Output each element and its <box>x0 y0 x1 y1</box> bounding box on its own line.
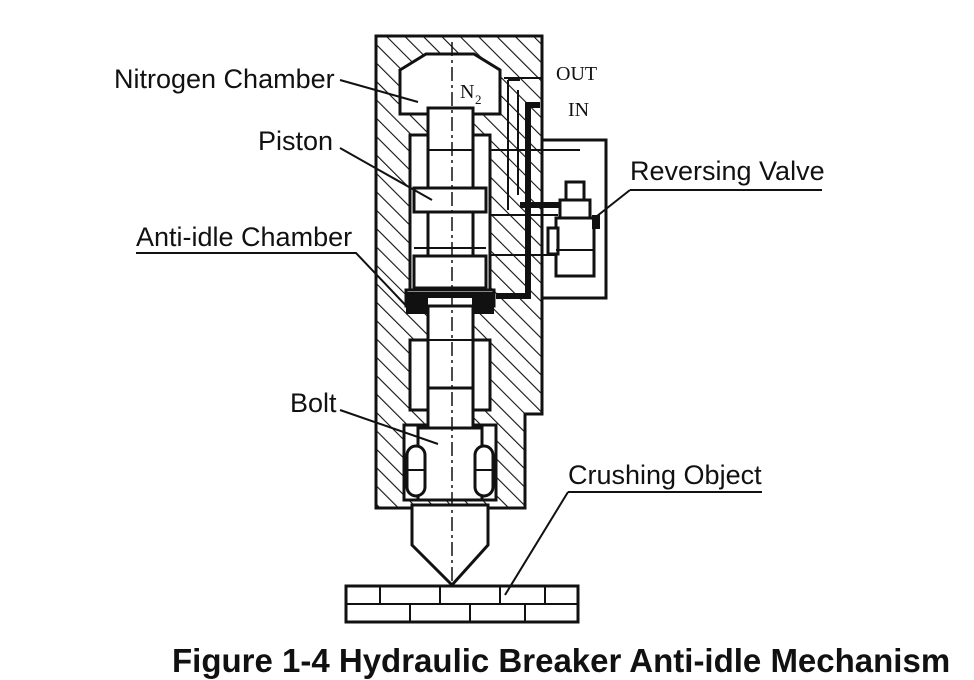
piston <box>412 106 488 390</box>
label-gas-symbol: N <box>460 81 474 103</box>
crushing-object <box>344 584 580 624</box>
label-anti-idle-chamber: Anti-idle Chamber <box>136 222 352 252</box>
bolt <box>405 386 495 502</box>
label-bolt: Bolt <box>290 388 337 418</box>
label-piston: Piston <box>258 126 333 156</box>
label-crushing-object: Crushing Object <box>568 460 762 490</box>
label-nitrogen-chamber: Nitrogen Chamber <box>114 64 335 94</box>
leader-lines <box>136 79 822 596</box>
label-reversing-valve: Reversing Valve <box>630 156 825 186</box>
label-in-port: IN <box>568 99 589 121</box>
figure-caption: Figure 1-4 Hydraulic Breaker Anti-idle M… <box>172 642 950 679</box>
anti-idle-chamber <box>404 288 496 314</box>
reversing-valve <box>546 180 600 278</box>
label-gas-subscript: 2 <box>475 92 482 107</box>
nitrogen-chamber-cavity <box>398 52 502 116</box>
label-out-port: OUT <box>556 63 597 85</box>
chisel-tip <box>410 503 490 588</box>
